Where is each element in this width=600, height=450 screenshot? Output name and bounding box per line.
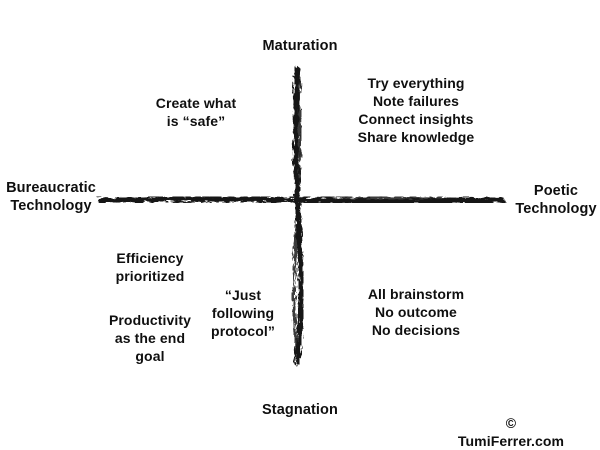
quadrant-bottom-left-upper-text: Efficiency prioritized	[115, 250, 185, 284]
axis-label-right: Poetic Technology	[515, 183, 597, 217]
axis-label-left: Bureaucratic Technology	[6, 180, 96, 214]
quadrant-bottom-left-lower-text: Productivity as the end goal	[108, 312, 192, 364]
credit-text: © TumiFerrer.com	[457, 415, 565, 449]
quadrant-bottom-right-text: All brainstorm No outcome No decisions	[367, 286, 465, 338]
horizontal-axis-line	[98, 195, 505, 205]
quadrant-top-right-text: Try everything Note failures Connect ins…	[357, 75, 475, 145]
vertical-axis-line	[292, 66, 304, 366]
axis-label-bottom: Stagnation	[262, 402, 338, 418]
quadrant-bottom-center-text: “Just following protocol”	[211, 287, 275, 339]
axis-label-top: Maturation	[262, 38, 338, 54]
quadrant-top-left-text: Create what is “safe”	[155, 95, 237, 129]
